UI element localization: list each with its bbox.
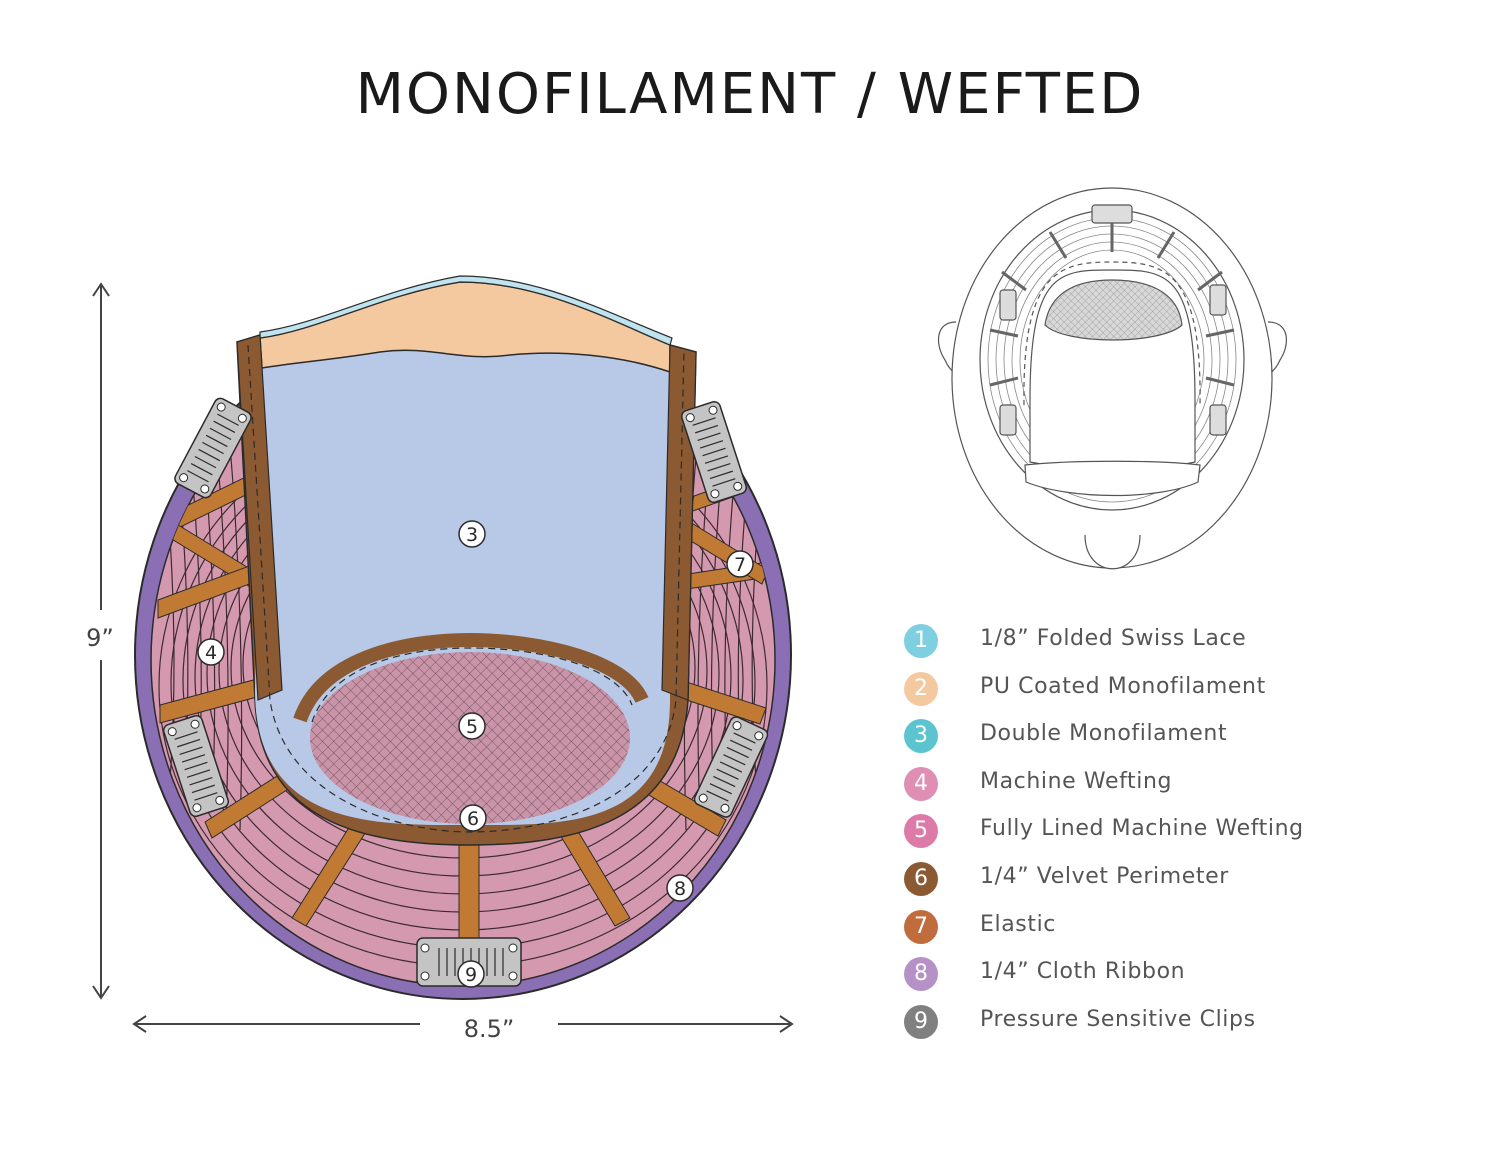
legend-number: 8 bbox=[904, 957, 938, 992]
legend-item-fully-lined: 5 Fully Lined Machine Wefting bbox=[904, 814, 1464, 862]
legend-item-machine-wefting: 4 Machine Wefting bbox=[904, 766, 1464, 815]
marker-9: 9 bbox=[457, 960, 485, 988]
marker-7: 7 bbox=[726, 550, 754, 578]
marker-4: 4 bbox=[197, 638, 225, 666]
width-label: 8.5” bbox=[464, 1015, 515, 1043]
legend-item-cloth-ribbon: 8 1/4” Cloth Ribbon bbox=[904, 957, 1464, 1005]
legend-number: 4 bbox=[904, 766, 938, 801]
marker-8: 8 bbox=[666, 874, 694, 902]
legend-label: 1/4” Cloth Ribbon bbox=[980, 959, 1186, 985]
height-label: 9” bbox=[86, 624, 114, 652]
legend-label: Double Monofilament bbox=[980, 721, 1228, 747]
legend-number: 9 bbox=[904, 1004, 938, 1039]
legend-number: 1 bbox=[904, 624, 938, 658]
marker-6: 6 bbox=[459, 804, 487, 832]
clip-right-upper bbox=[680, 400, 748, 504]
thumbnail-head-diagram bbox=[937, 187, 1287, 570]
clip-right-lower bbox=[693, 716, 769, 818]
legend-item-clips: 9 Pressure Sensitive Clips bbox=[904, 1004, 1464, 1053]
svg-text:3: 3 bbox=[466, 524, 478, 546]
legend-number: 3 bbox=[904, 719, 938, 754]
legend-label: Machine Wefting bbox=[980, 768, 1173, 794]
velvet-strap-left bbox=[236, 334, 283, 701]
legend: 1 1/8” Folded Swiss Lace 2 PU Coated Mon… bbox=[904, 624, 1464, 1052]
height-dimension bbox=[92, 282, 110, 1000]
legend-item-double-mono: 3 Double Monofilament bbox=[904, 719, 1464, 767]
marker-5: 5 bbox=[458, 712, 486, 740]
clip-left-upper bbox=[174, 397, 252, 499]
page-title: MONOFILAMENT / WEFTED bbox=[355, 62, 1145, 127]
legend-item-elastic: 7 Elastic bbox=[904, 909, 1464, 958]
legend-label: PU Coated Monofilament bbox=[980, 673, 1266, 699]
legend-item-pu-coated: 2 PU Coated Monofilament bbox=[904, 671, 1464, 720]
legend-label: Fully Lined Machine Wefting bbox=[980, 816, 1304, 842]
legend-label: 1/4” Velvet Perimeter bbox=[980, 863, 1229, 889]
svg-text:9: 9 bbox=[465, 964, 477, 986]
swiss-lace-edge bbox=[259, 275, 673, 346]
legend-number: 2 bbox=[904, 671, 938, 706]
mono-lower-edge bbox=[293, 632, 649, 723]
svg-text:6: 6 bbox=[467, 808, 479, 830]
legend-label: 1/8” Folded Swiss Lace bbox=[980, 626, 1247, 651]
svg-text:4: 4 bbox=[205, 642, 217, 664]
clip-left-lower bbox=[162, 714, 230, 818]
legend-item-swiss-lace: 1 1/8” Folded Swiss Lace bbox=[904, 624, 1464, 672]
legend-label: Elastic bbox=[980, 911, 1056, 937]
legend-item-velvet-perimeter: 6 1/4” Velvet Perimeter bbox=[904, 861, 1464, 910]
svg-text:7: 7 bbox=[734, 554, 746, 576]
marker-3: 3 bbox=[458, 520, 486, 548]
svg-text:5: 5 bbox=[466, 716, 478, 738]
stitch-lines bbox=[247, 344, 685, 833]
svg-text:8: 8 bbox=[674, 878, 686, 900]
legend-number: 5 bbox=[904, 814, 938, 849]
legend-label: Pressure Sensitive Clips bbox=[980, 1006, 1256, 1032]
legend-number: 6 bbox=[904, 861, 938, 896]
width-dimension bbox=[132, 1015, 794, 1033]
wig-cap-main: 3 4 5 6 7 8 9 bbox=[134, 275, 792, 1000]
legend-number: 7 bbox=[904, 909, 938, 944]
